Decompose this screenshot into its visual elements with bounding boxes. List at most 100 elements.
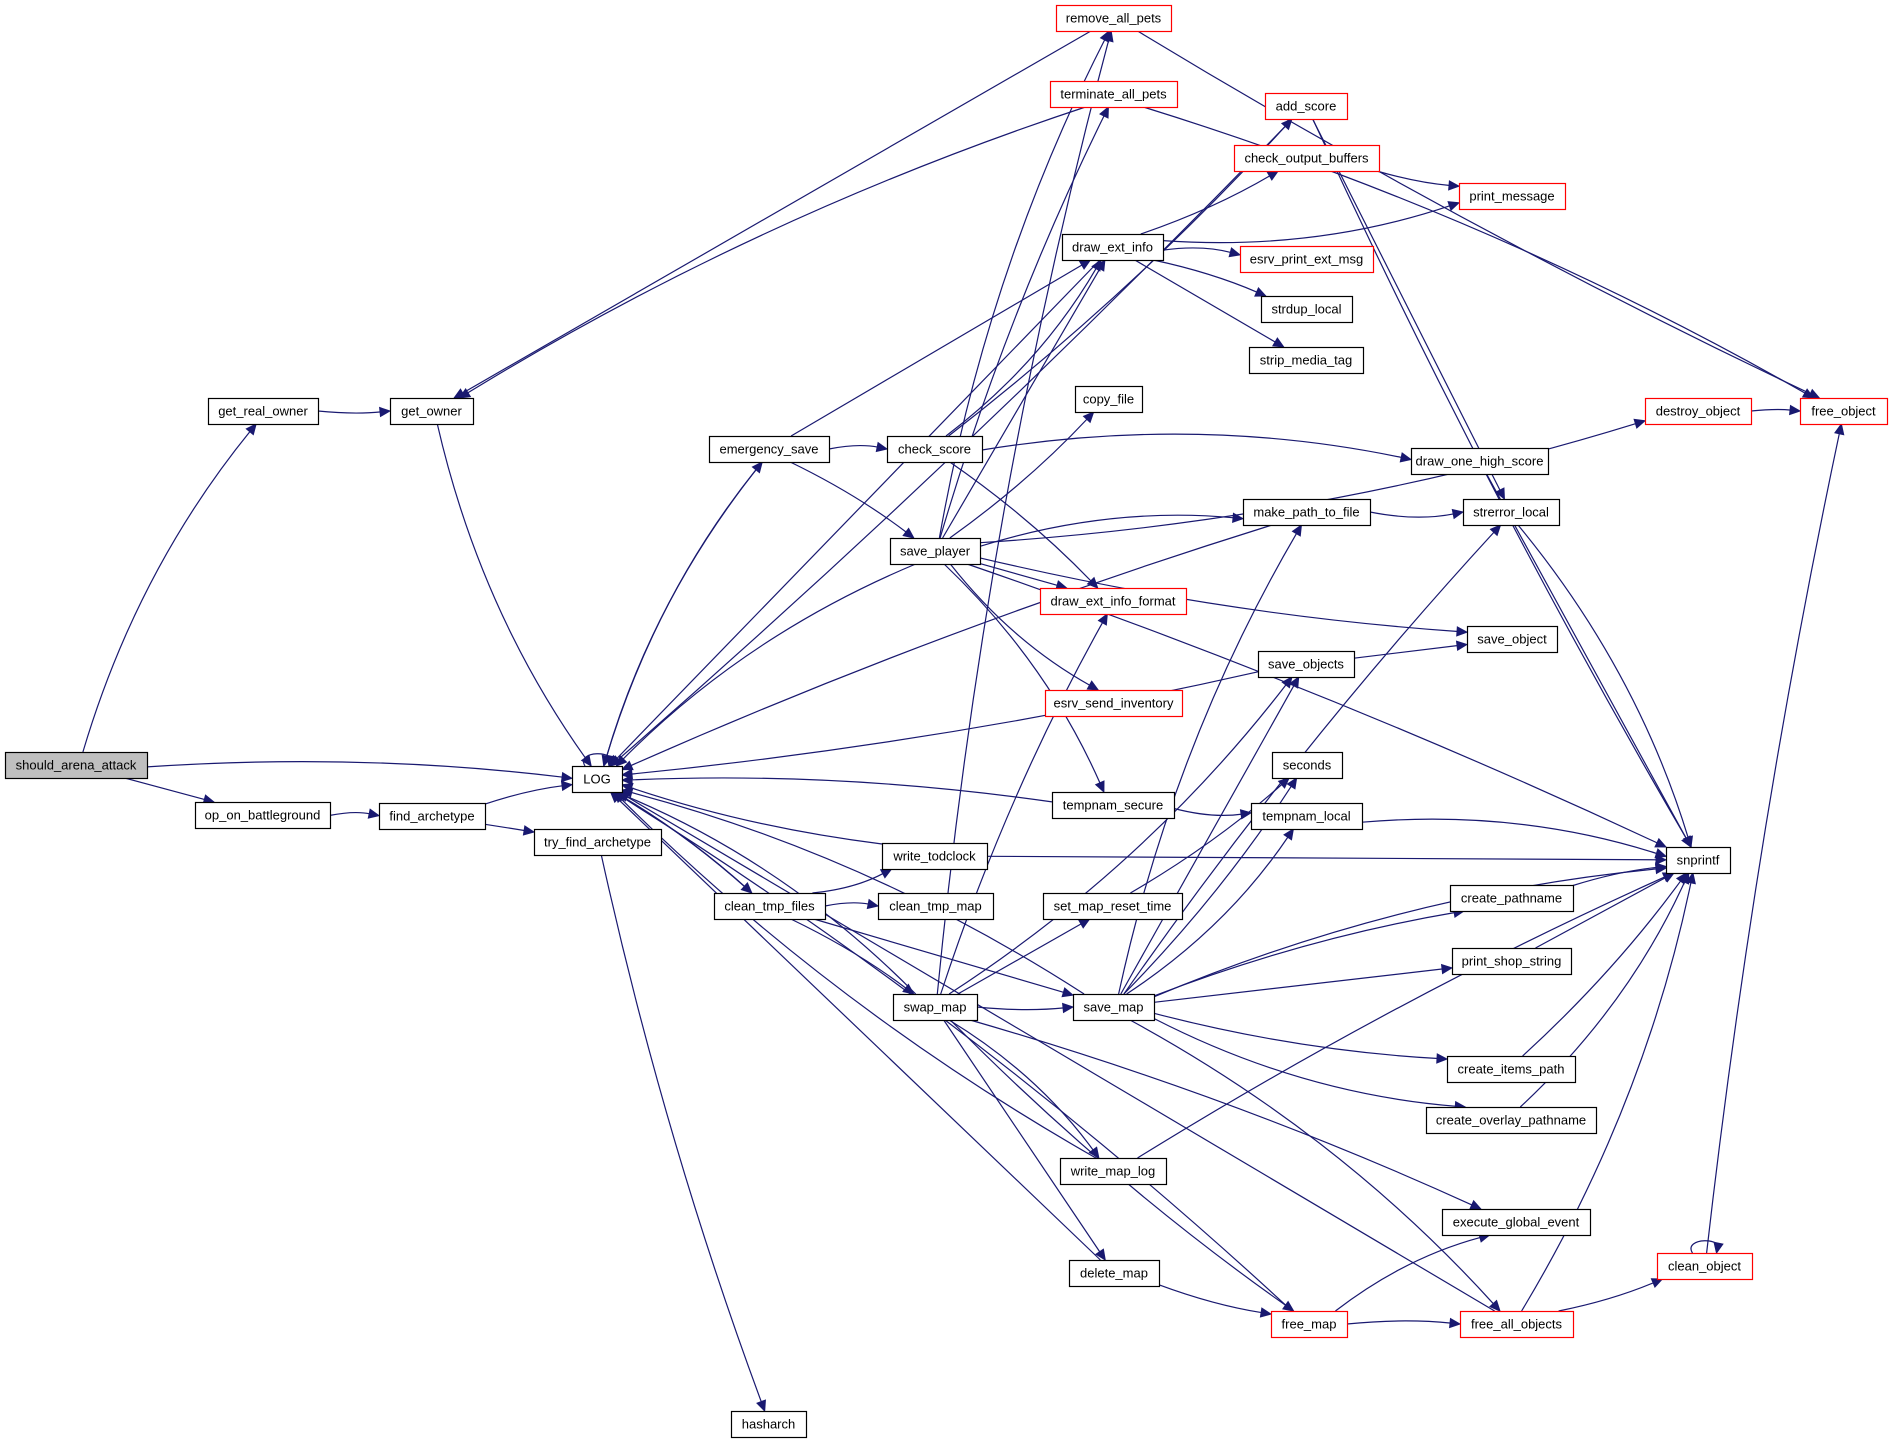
node-save-objects[interactable]: save_objects	[1257, 650, 1356, 679]
node-label: write_todclock	[892, 849, 976, 864]
edge-swap_map-to-draw_ext_info_format	[940, 612, 1108, 995]
node-seconds[interactable]: seconds	[1271, 751, 1344, 780]
node-create-pathname[interactable]: create_pathname	[1449, 884, 1575, 913]
node-label: add_score	[1276, 99, 1337, 114]
node-label: check_score	[898, 442, 971, 457]
edge-try_find_archetype-to-hasharch	[600, 854, 766, 1413]
node-free-object[interactable]: free_object	[1799, 397, 1889, 426]
node-print-shop-string[interactable]: print_shop_string	[1451, 947, 1573, 976]
node-box	[1449, 884, 1575, 913]
node-write-map-log[interactable]: write_map_log	[1059, 1157, 1168, 1186]
node-destroy-object[interactable]: destroy_object	[1644, 397, 1753, 426]
node-label: esrv_send_inventory	[1054, 696, 1174, 711]
edge-save_player-to-draw_ext_info	[942, 258, 1106, 539]
edge-free_all_objects-to-LOG	[617, 791, 1495, 1312]
node-create-items-path[interactable]: create_items_path	[1446, 1055, 1577, 1084]
node-make-path-to-file[interactable]: make_path_to_file	[1242, 498, 1372, 527]
node-label: free_object	[1811, 404, 1876, 419]
node-add-score[interactable]: add_score	[1264, 92, 1349, 121]
node-try-find-archetype[interactable]: try_find_archetype	[533, 828, 663, 857]
edge-save_map-to-create_pathname	[1153, 907, 1466, 997]
node-label: clean_object	[1668, 1259, 1741, 1274]
edge-terminate_all_pets-to-get_owner	[458, 106, 1086, 399]
node-label: get_owner	[401, 404, 462, 419]
node-set-map-reset-time[interactable]: set_map_reset_time	[1042, 892, 1184, 921]
node-box	[1425, 1106, 1598, 1135]
node-box	[194, 801, 332, 830]
node-label: copy_file	[1083, 392, 1134, 407]
node-label: strerror_local	[1473, 505, 1549, 520]
edge-draw_ext_info-to-print_message	[1162, 201, 1461, 244]
node-box	[1055, 4, 1173, 33]
node-draw-ext-info[interactable]: draw_ext_info	[1061, 233, 1165, 262]
node-create-overlay-pathname[interactable]: create_overlay_pathname	[1425, 1106, 1598, 1135]
node-clean-object[interactable]: clean_object	[1656, 1252, 1754, 1281]
node-check-score[interactable]: check_score	[886, 435, 984, 464]
node-emergency-save[interactable]: emergency_save	[708, 435, 831, 464]
node-label: save_map	[1084, 1000, 1144, 1015]
node-label: try_find_archetype	[544, 835, 651, 850]
node-snprintf[interactable]: snprintf	[1665, 846, 1732, 875]
edge-check_output_buffers-to-print_message	[1376, 170, 1461, 191]
node-box	[1074, 385, 1144, 414]
node-op-on-battleground[interactable]: op_on_battleground	[194, 801, 332, 830]
node-delete-map[interactable]: delete_map	[1068, 1259, 1161, 1288]
node-log[interactable]: LOG	[571, 765, 624, 794]
node-strip-media-tag[interactable]: strip_media_tag	[1248, 346, 1365, 375]
node-free-all-objects[interactable]: free_all_objects	[1459, 1310, 1575, 1339]
edge-get_real_owner-to-get_owner	[317, 406, 392, 418]
node-get-real-owner[interactable]: get_real_owner	[207, 397, 320, 426]
node-label: tempnam_secure	[1063, 798, 1163, 813]
node-save-map[interactable]: save_map	[1072, 993, 1156, 1022]
node-label: LOG	[583, 772, 610, 787]
edge-swap_map-to-delete_map	[943, 1019, 1106, 1262]
node-box	[4, 751, 149, 780]
node-label: draw_ext_info_format	[1050, 594, 1175, 609]
node-free-map[interactable]: free_map	[1270, 1310, 1349, 1339]
edge-check_score-to-draw_ext_info_format	[949, 461, 1099, 589]
node-hasharch[interactable]: hasharch	[730, 1410, 808, 1439]
edge-save_map-to-snprintf	[1153, 863, 1668, 998]
node-get-owner[interactable]: get_owner	[389, 397, 475, 426]
node-write-todclock[interactable]: write_todclock	[881, 842, 989, 871]
node-print-message[interactable]: print_message	[1458, 182, 1567, 211]
node-box	[1665, 846, 1732, 875]
node-copy-file[interactable]: copy_file	[1074, 385, 1144, 414]
node-clean-tmp-map[interactable]: clean_tmp_map	[877, 892, 995, 921]
edge-save_map-to-create_overlay_pathname	[1153, 1017, 1467, 1112]
node-esrv-send-inventory[interactable]: esrv_send_inventory	[1044, 689, 1184, 718]
node-strdup-local[interactable]: strdup_local	[1260, 295, 1354, 324]
node-box	[1068, 1259, 1161, 1288]
node-terminate-all-pets[interactable]: terminate_all_pets	[1049, 80, 1179, 109]
edge-LOG-to-emergency_save	[603, 461, 763, 767]
node-tempnam-secure[interactable]: tempnam_secure	[1051, 791, 1176, 820]
node-label: get_real_owner	[218, 404, 308, 419]
node-clean-tmp-files[interactable]: clean_tmp_files	[713, 892, 827, 921]
node-swap-map[interactable]: swap_map	[892, 993, 979, 1022]
node-esrv-print-ext-msg[interactable]: esrv_print_ext_msg	[1239, 245, 1375, 274]
edge-should_arena_attack-to-get_real_owner	[82, 423, 257, 753]
node-tempnam-local[interactable]: tempnam_local	[1250, 802, 1364, 831]
node-strerror-local[interactable]: strerror_local	[1462, 498, 1561, 527]
node-box	[1656, 1252, 1754, 1281]
node-check-output-buffers[interactable]: check_output_buffers	[1233, 144, 1381, 173]
node-box	[708, 435, 831, 464]
edge-clean_tmp_files-to-write_todclock	[812, 868, 893, 894]
edge-save_map-to-save_objects	[1120, 675, 1300, 995]
node-execute-global-event[interactable]: execute_global_event	[1441, 1208, 1592, 1237]
node-box	[1042, 892, 1184, 921]
node-should-arena-attack[interactable]: should_arena_attack	[4, 751, 149, 780]
node-label: set_map_reset_time	[1054, 899, 1172, 914]
node-label: create_pathname	[1461, 891, 1562, 906]
node-find-archetype[interactable]: find_archetype	[378, 802, 487, 831]
node-label: write_map_log	[1070, 1164, 1156, 1179]
edge-emergency_save-to-draw_ext_info	[790, 259, 1092, 437]
node-box	[881, 842, 989, 871]
node-save-player[interactable]: save_player	[889, 537, 982, 566]
node-draw-one-high-score[interactable]: draw_one_high_score	[1410, 447, 1550, 476]
node-draw-ext-info-format[interactable]: draw_ext_info_format	[1039, 587, 1188, 616]
edge-should_arena_attack-to-LOG	[146, 761, 574, 783]
edge-save_player-to-make_path_to_file	[979, 512, 1245, 547]
node-remove-all-pets[interactable]: remove_all_pets	[1055, 4, 1173, 33]
node-save-object[interactable]: save_object	[1466, 625, 1559, 654]
